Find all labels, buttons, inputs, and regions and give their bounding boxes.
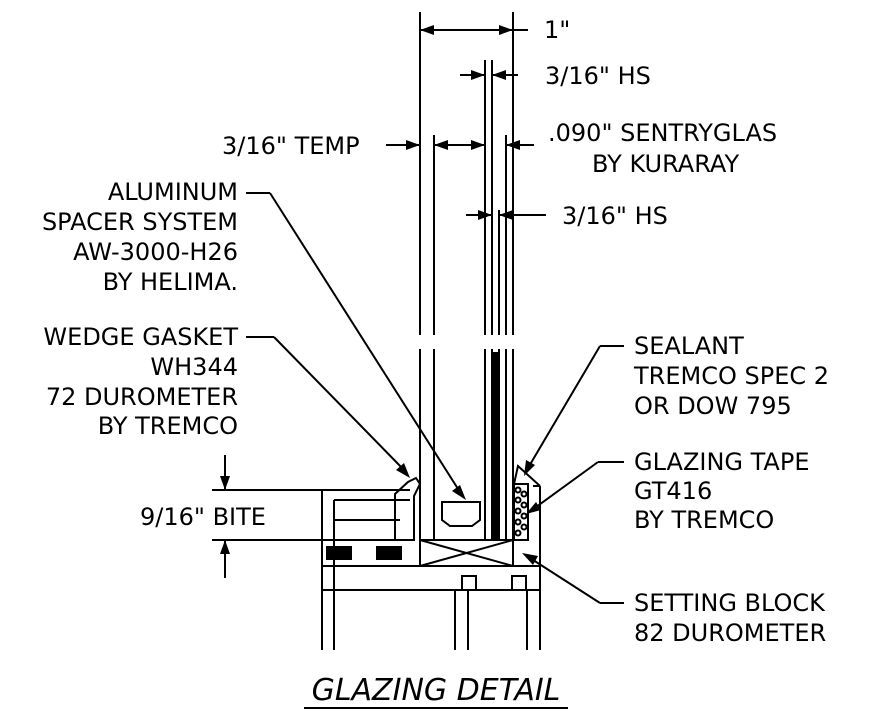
dimension-overall bbox=[420, 25, 528, 35]
sealant-bead bbox=[513, 464, 541, 487]
dimension-bite bbox=[212, 455, 395, 578]
leader-tape bbox=[526, 461, 624, 514]
setting-block bbox=[419, 539, 514, 567]
dim-interlayer-label-1: .090" SENTRYGLAS bbox=[548, 119, 777, 147]
callout-spacer-line-3: AW-3000-H26 bbox=[73, 238, 238, 266]
aluminum-frame bbox=[321, 485, 541, 650]
callout-gasket-line-4: BY TREMCO bbox=[98, 412, 238, 440]
dim-hs-bottom-label: 3/16" HS bbox=[562, 202, 668, 230]
leader-spacer bbox=[246, 192, 466, 500]
dim-temp-label: 3/16" TEMP bbox=[222, 132, 360, 160]
callout-spacer-line-1: ALUMINUM bbox=[108, 178, 238, 206]
callout-tape-line-3: BY TREMCO bbox=[634, 506, 774, 534]
callout-block-line-2: 82 DUROMETER bbox=[634, 619, 826, 647]
glazing-pad-left bbox=[326, 546, 352, 560]
dim-interlayer-label-2: BY KURARAY bbox=[592, 150, 739, 178]
callout-gasket-line-3: 72 DUROMETER bbox=[46, 383, 238, 411]
dimension-hs-top bbox=[460, 70, 518, 80]
leader-block bbox=[522, 553, 624, 604]
leader-sealant bbox=[524, 345, 624, 476]
callout-tape-line-2: GT416 bbox=[634, 477, 712, 505]
callout-sealant-line-2: TREMCO SPEC 2 bbox=[633, 362, 829, 390]
drawing-title: GLAZING DETAIL bbox=[312, 673, 561, 708]
glazing-tape bbox=[513, 483, 529, 541]
dim-overall-label: 1" bbox=[544, 16, 570, 44]
callout-spacer-line-2: SPACER SYSTEM bbox=[42, 208, 238, 236]
dimension-temp bbox=[386, 140, 534, 150]
callout-gasket-line-1: WEDGE GASKET bbox=[43, 323, 238, 351]
callout-spacer-line-4: BY HELIMA. bbox=[103, 268, 238, 296]
spacer bbox=[441, 501, 481, 527]
callout-sealant-line-3: OR DOW 795 bbox=[634, 392, 792, 420]
dim-hs-top-label: 3/16" HS bbox=[545, 62, 651, 90]
glass-lites bbox=[414, 12, 520, 540]
callout-sealant-line-1: SEALANT bbox=[634, 332, 744, 360]
callout-tape-line-1: GLAZING TAPE bbox=[634, 448, 810, 476]
dimension-hs-bottom bbox=[466, 210, 546, 220]
callout-gasket-line-2: WH344 bbox=[150, 353, 238, 381]
leader-gasket bbox=[246, 336, 410, 478]
glazing-pad-right bbox=[376, 546, 402, 560]
callout-block-line-1: SETTING BLOCK bbox=[634, 589, 826, 617]
wedge-gasket bbox=[394, 476, 422, 541]
dim-bite-label: 9/16" BITE bbox=[140, 503, 266, 531]
sentryglas-interlayer bbox=[493, 352, 499, 540]
